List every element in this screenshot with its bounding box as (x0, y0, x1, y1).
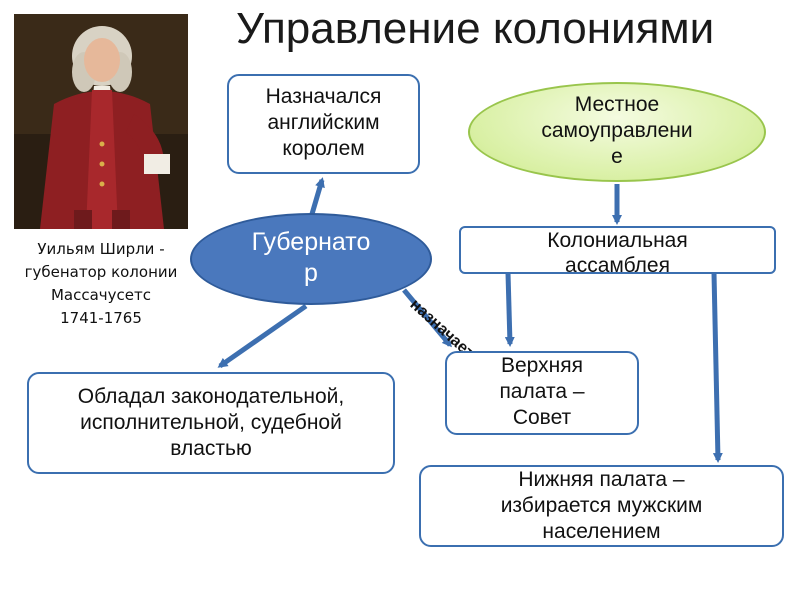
arrow-assembly-to-upper (504, 272, 515, 347)
node-text: английским (267, 111, 380, 134)
portrait-image (14, 14, 188, 229)
node-text: исполнительной, судебной (80, 411, 342, 434)
node-powers: Обладал законодательной, исполнительной,… (27, 372, 395, 474)
node-text: населением (542, 520, 661, 543)
node-text: властью (170, 437, 252, 460)
node-text: Обладал законодательной, (77, 385, 345, 408)
node-appointed-by-king: Назначался английским королем (227, 74, 420, 174)
node-text: Нижняя палата – (518, 468, 685, 491)
node-text: Совет (512, 406, 572, 429)
portrait-caption: Уильям Ширли - губенатор колонии Массачу… (6, 238, 196, 330)
node-text: Верхняя (501, 354, 583, 377)
arrow-governor-to-king (309, 177, 325, 215)
caption-line: губенатор колонии (24, 263, 178, 281)
node-text: избирается мужским (500, 494, 703, 517)
node-text: Губернато (251, 228, 371, 256)
node-lower-house: Нижняя палата – избирается мужским насел… (419, 465, 784, 547)
node-text: Местное (574, 93, 660, 116)
node-colonial-assembly: Колониальная ассамблея (459, 226, 776, 277)
node-upper-house: Верхняя палата – Совет (445, 351, 639, 435)
node-text: Колониальная (547, 229, 688, 252)
node-text: палата – (499, 380, 585, 403)
node-text: р (304, 259, 318, 287)
arrow-governor-to-upper (402, 288, 452, 348)
node-text: королем (282, 137, 365, 160)
caption-line: 1741-1765 (60, 309, 142, 327)
node-text: ассамблея (565, 254, 670, 277)
arrow-governor-to-powers (217, 303, 308, 369)
page-title: Управление колониями (236, 4, 715, 53)
node-text: Назначался (265, 85, 382, 108)
node-governor: Губернато р (190, 213, 432, 305)
node-text: е (611, 145, 623, 168)
arrow-assembly-to-lower (711, 272, 723, 463)
node-text: самоуправлени (541, 119, 693, 142)
caption-line: Массачусетс (50, 286, 152, 304)
node-local-self-government: Местное самоуправлени е (468, 82, 766, 182)
caption-line: Уильям Ширли - (37, 240, 165, 258)
